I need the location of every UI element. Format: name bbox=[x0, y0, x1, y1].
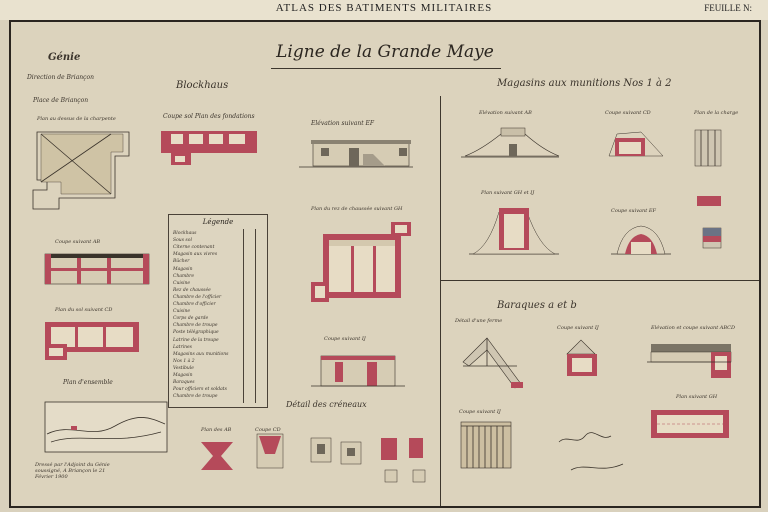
legend-item: Chambre de l'officier bbox=[173, 294, 222, 300]
legend-item: Magasin bbox=[173, 373, 193, 378]
divider-vertical bbox=[440, 96, 441, 506]
magasin-section-ef bbox=[611, 225, 671, 255]
coupe-ef-label: Coupe suivant EF bbox=[611, 208, 656, 214]
legend-item: Cuisine bbox=[173, 280, 191, 286]
signature-flourish bbox=[558, 432, 624, 471]
legend-item: Chambre bbox=[173, 273, 194, 279]
foundations-plan bbox=[161, 131, 257, 165]
legend-item: Poste télégraphique bbox=[173, 330, 219, 336]
ferme-detail bbox=[462, 337, 523, 389]
legend-item: Citerne contenant bbox=[173, 245, 215, 251]
legend-item: Corps de garde bbox=[173, 316, 209, 322]
architectural-drawings bbox=[32, 127, 732, 483]
magasin-elevation bbox=[461, 127, 560, 158]
ground-floor-plan bbox=[311, 222, 411, 302]
legend-item: Latrines bbox=[173, 344, 192, 350]
genie-label: Génie bbox=[48, 52, 81, 63]
signature-text: Dressé par l'Adjoint du Génie soussigné,… bbox=[35, 462, 110, 480]
plan-gh-bar-label: Plan suivant GH bbox=[676, 394, 718, 400]
direction-label: Direction de Briançon bbox=[27, 74, 94, 81]
legend-item: Cuisine bbox=[173, 309, 191, 315]
coupe-cd-cren-label: Coupe CD bbox=[255, 427, 281, 433]
detail-ferme-label: Détail d'une ferme bbox=[455, 318, 503, 324]
magasins-heading: Magasins aux munitions Nos 1 à 2 bbox=[497, 78, 672, 89]
coupe-ij-bar2-label: Coupe suivant IJ bbox=[459, 409, 501, 415]
plan-crenaux-label: Plan des AB bbox=[201, 427, 232, 433]
plan-frame: Ligne de la Grande Maye Génie Direction … bbox=[9, 20, 761, 508]
coupe-ab-label: Coupe suivant AB bbox=[55, 239, 101, 245]
baraque-elevation bbox=[647, 344, 732, 378]
feuille-label: FEUILLE N: bbox=[704, 3, 752, 13]
baraque-plan-gh bbox=[651, 410, 729, 438]
plan-charge-label: Plan de la charge bbox=[694, 110, 739, 116]
legend-item: Rez de chaussée bbox=[173, 287, 211, 293]
plan-rez-label: Plan du rez de chaussée suivant GH bbox=[311, 206, 403, 212]
elev-ef-label: Elévation suivant EF bbox=[311, 120, 375, 127]
plan-charge-drawing bbox=[694, 129, 722, 249]
elevation-ef bbox=[299, 140, 413, 168]
floor-plan-cd bbox=[45, 322, 139, 360]
plan-title: Ligne de la Grande Maye bbox=[276, 42, 494, 62]
legend-item: Bûcher bbox=[173, 259, 190, 265]
header-bar: ATLAS DES BATIMENTS MILITAIRES FEUILLE N… bbox=[0, 0, 768, 20]
coupe-sol-label: Coupe sol Plan des fondations bbox=[163, 113, 255, 120]
legend-item: Nos 1 à 2 bbox=[173, 358, 195, 364]
coupe-cd-label: Coupe suivant CD bbox=[605, 110, 651, 116]
magasin-plan-gh bbox=[469, 208, 559, 255]
atlas-title: ATLAS DES BATIMENTS MILITAIRES bbox=[275, 2, 493, 14]
legend-item: Chambre de troupe bbox=[173, 323, 218, 329]
legend-item: Vestibule bbox=[173, 365, 194, 371]
legend-title: Légende bbox=[202, 218, 234, 226]
baraques-heading: Baraques a et b bbox=[497, 300, 577, 311]
baraque-plank-view bbox=[460, 421, 512, 469]
elev-ab-label: Elévation suivant AB bbox=[479, 110, 532, 116]
place-label: Place de Briançon bbox=[33, 97, 89, 104]
legend-item: Sous sol bbox=[173, 238, 192, 244]
plan-ensemble-label: Plan d'ensemble bbox=[63, 379, 113, 386]
legend-item: Latrine de la troupe bbox=[173, 337, 219, 343]
section-ij bbox=[311, 355, 405, 387]
legend-item: Magasin bbox=[173, 266, 193, 272]
legend-item: Chambre de troupe bbox=[173, 394, 218, 400]
legend-item: Magasin aux vivres bbox=[173, 252, 218, 258]
divider-horizontal bbox=[440, 280, 759, 281]
plan-sol-cd-label: Plan du sol suivant CD bbox=[55, 307, 113, 313]
plan-gh-label: Plan suivant GH et IJ bbox=[481, 190, 535, 196]
legend-item: Blockhaus bbox=[173, 231, 197, 236]
magasin-section-cd bbox=[608, 131, 664, 157]
elev-abcd-label: Elévation et coupe suivant ABCD bbox=[651, 325, 736, 331]
coupe-ij-bar-label: Coupe suivant IJ bbox=[557, 325, 599, 331]
ensemble-plan bbox=[44, 401, 168, 453]
legend-item: Chambre d'officier bbox=[173, 302, 216, 307]
baraque-section-ij bbox=[566, 339, 597, 376]
blockhaus-heading: Blockhaus bbox=[176, 80, 229, 91]
legend-item: Baraques bbox=[173, 380, 195, 386]
site-plan-drawing bbox=[32, 131, 130, 210]
plan-dessus-label: Plan au dessus de la charpente bbox=[37, 116, 116, 122]
crenaux-heading: Détail des créneaux bbox=[286, 400, 367, 409]
legend-item: Pour officiers et soldats bbox=[173, 387, 227, 393]
legend-item: Magasins aux munitions bbox=[173, 351, 229, 357]
crenaux-details bbox=[201, 433, 426, 483]
title-underline bbox=[271, 68, 501, 69]
section-ab bbox=[44, 253, 150, 285]
coupe-ij-label: Coupe suivant IJ bbox=[324, 336, 366, 342]
